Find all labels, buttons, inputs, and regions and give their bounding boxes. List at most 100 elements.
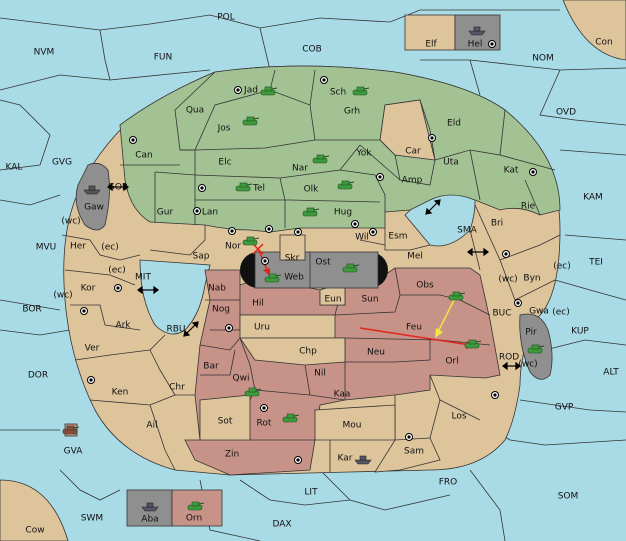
- label-hil: Hil: [252, 299, 264, 309]
- army-unit-icon[interactable]: [464, 339, 482, 349]
- army-unit-icon[interactable]: [62, 425, 80, 435]
- label-eld: Eld: [447, 119, 461, 129]
- supply-center-icon: [351, 220, 359, 228]
- supply-center-icon: [228, 227, 236, 235]
- label-ken: Ken: [112, 388, 129, 398]
- units: [62, 26, 545, 512]
- grey-labels: Hel Pir Aba: [141, 40, 537, 525]
- label-coast-wc: (wc): [498, 275, 517, 285]
- fleet-unit-icon[interactable]: [468, 26, 486, 36]
- label-kaa: Kaa: [334, 390, 351, 400]
- army-unit-icon[interactable]: [187, 501, 205, 511]
- supply-centers: [80, 40, 537, 464]
- supply-center-icon: [502, 250, 510, 258]
- army-unit-icon[interactable]: [242, 236, 260, 246]
- label-hel: Hel: [468, 40, 483, 50]
- label-rot: Rot: [257, 419, 272, 429]
- label-gur: Gur: [157, 208, 174, 218]
- label-elc: Elc: [218, 158, 231, 168]
- label-nor: Nor: [225, 242, 241, 252]
- label-sam: Sam: [404, 447, 424, 457]
- label-nog: Nog: [212, 305, 230, 315]
- label-hug: Hug: [334, 208, 352, 218]
- supply-center-icon: [80, 307, 88, 315]
- coast-labels: (wc) (ec) (ec) (wc) (wc) (ec) (ec) (wc): [53, 217, 570, 370]
- supply-center-icon: [193, 207, 201, 215]
- label-nil: Nil: [314, 369, 326, 379]
- label-nvm: NVM: [34, 48, 55, 58]
- supply-center-icon: [514, 299, 522, 307]
- label-mit: MIT: [135, 273, 151, 283]
- province-elf[interactable]: [404, 14, 456, 51]
- army-unit-icon[interactable]: [352, 86, 370, 96]
- double-arrow-icon: [107, 182, 129, 192]
- supply-center-icon: [369, 228, 377, 236]
- label-kat: Kat: [504, 166, 519, 176]
- supply-center-icon: [294, 456, 302, 464]
- supply-center-icon: [198, 184, 206, 192]
- province-chp[interactable]: [239, 337, 346, 366]
- label-amp: Amp: [402, 176, 423, 186]
- label-gor: GOR: [108, 183, 128, 193]
- supply-center-icon: [320, 76, 328, 84]
- label-kup: KUP: [571, 327, 589, 337]
- province-con[interactable]: [562, 0, 626, 61]
- label-ost: Ost: [315, 258, 331, 268]
- supply-center-icon: [87, 376, 95, 384]
- label-neu: Neu: [367, 348, 385, 358]
- label-cow: Cow: [25, 526, 44, 536]
- army-unit-icon[interactable]: [448, 291, 466, 301]
- army-unit-icon[interactable]: [242, 116, 260, 126]
- label-rie: Rie: [521, 202, 536, 212]
- label-jad: Jad: [243, 86, 258, 96]
- label-con: Con: [595, 38, 613, 48]
- label-coast-ec: (ec): [108, 266, 126, 276]
- army-unit-icon[interactable]: [337, 180, 355, 190]
- label-coast-ec: (ec): [101, 243, 119, 253]
- army-unit-icon[interactable]: [282, 413, 300, 423]
- province-gaw[interactable]: [75, 162, 110, 231]
- province-skr[interactable]: [279, 234, 306, 261]
- army-unit-icon[interactable]: [244, 387, 262, 397]
- army-unit-icon[interactable]: [264, 273, 282, 283]
- double-arrow-icon: [425, 199, 441, 215]
- label-fro: FRO: [439, 478, 458, 488]
- label-chr: Chr: [169, 383, 185, 393]
- label-gvg: GVG: [52, 158, 72, 168]
- label-coast-wc: (wc): [61, 217, 80, 227]
- label-feu: Feu: [406, 323, 422, 333]
- fleet-unit-icon[interactable]: [354, 455, 372, 465]
- label-tel: Tel: [252, 184, 265, 194]
- label-cob: COB: [302, 45, 322, 55]
- label-gaw: Gaw: [84, 203, 104, 213]
- label-lan: Lan: [202, 208, 218, 218]
- label-wil: Wil: [355, 233, 369, 243]
- label-can: Can: [135, 151, 153, 161]
- supply-center-icon: [376, 173, 384, 181]
- army-unit-icon[interactable]: [342, 263, 360, 273]
- sea-labels: POL NVM FUN COB NOM Con OVD KAL GVG GOR …: [6, 13, 620, 536]
- label-kar: Kar: [338, 454, 353, 464]
- army-unit-icon[interactable]: [260, 86, 278, 96]
- fleet-unit-icon[interactable]: [83, 185, 101, 195]
- province-car[interactable]: [379, 99, 436, 161]
- sea-rbu-inlet: [139, 259, 211, 335]
- label-esm: Esm: [388, 232, 407, 242]
- army-unit-icon[interactable]: [302, 207, 320, 217]
- label-zin: Zin: [225, 450, 239, 460]
- tan-left-borders: [61, 225, 481, 471]
- army-unit-icon[interactable]: [312, 154, 330, 164]
- red-labels: Nab Web Ost Obs Eun Sun Nog Hil Uru Feu …: [186, 258, 459, 524]
- supply-center-icon: [428, 134, 436, 142]
- label-jos: Jos: [217, 124, 231, 134]
- army-unit-icon[interactable]: [235, 182, 253, 192]
- label-fun: FUN: [154, 53, 173, 63]
- label-nar: Nar: [292, 164, 308, 174]
- label-gva: GVA: [64, 447, 84, 457]
- province-sam[interactable]: [374, 437, 441, 473]
- army-unit-icon[interactable]: [527, 344, 545, 354]
- fleet-unit-icon[interactable]: [141, 502, 159, 512]
- province-sot[interactable]: [199, 394, 251, 441]
- supply-center-icon: [234, 86, 242, 94]
- label-dor: DOR: [28, 371, 48, 381]
